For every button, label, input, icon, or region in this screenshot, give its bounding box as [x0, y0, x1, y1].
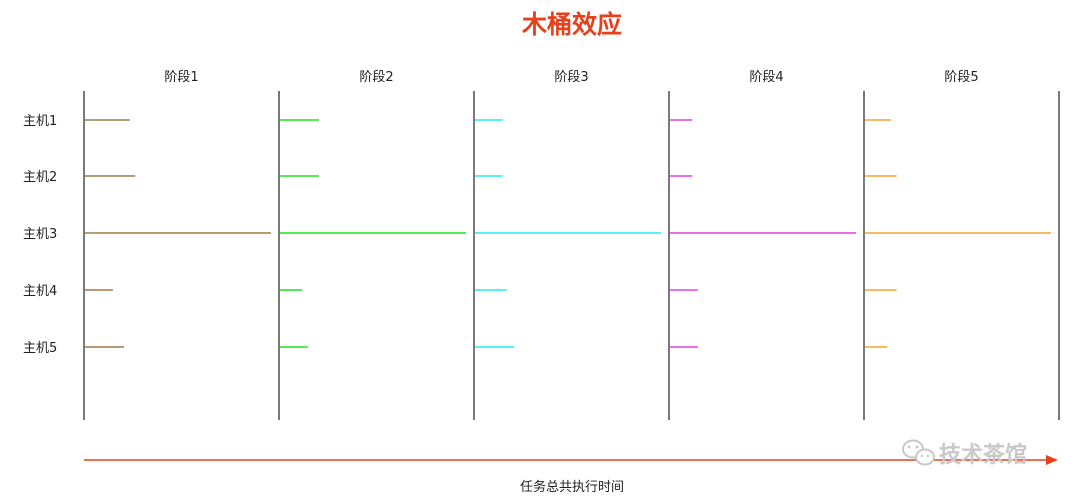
host-label-4: 主机4: [23, 284, 57, 299]
host-label-2: 主机2: [23, 170, 57, 185]
stage-label-1: 阶段1: [164, 70, 198, 85]
duration-bars: [85, 119, 1051, 348]
host-label-3: 主机3: [23, 227, 57, 242]
total-time-caption: 任务总共执行时间: [520, 479, 624, 495]
total-time-arrow: [84, 455, 1058, 465]
stage-label-2: 阶段2: [359, 70, 393, 85]
arrow-head: [1046, 455, 1058, 465]
host-label-5: 主机5: [23, 341, 57, 356]
stage-dividers: [83, 91, 1060, 420]
host-labels: 主机1 主机2 主机3 主机4 主机5: [23, 114, 57, 356]
stage-label-4: 阶段4: [749, 70, 783, 85]
diagram-title: 木桶效应: [521, 10, 622, 39]
stage-label-3: 阶段3: [554, 70, 588, 85]
stage-label-5: 阶段5: [944, 70, 978, 85]
wechat-icon: [902, 439, 935, 466]
host-label-1: 主机1: [23, 114, 57, 129]
watermark-text: 技术茶馆: [939, 442, 1027, 468]
watermark: 技术茶馆: [902, 439, 1027, 468]
stage-labels: 阶段1 阶段2 阶段3 阶段4 阶段5: [164, 70, 978, 85]
